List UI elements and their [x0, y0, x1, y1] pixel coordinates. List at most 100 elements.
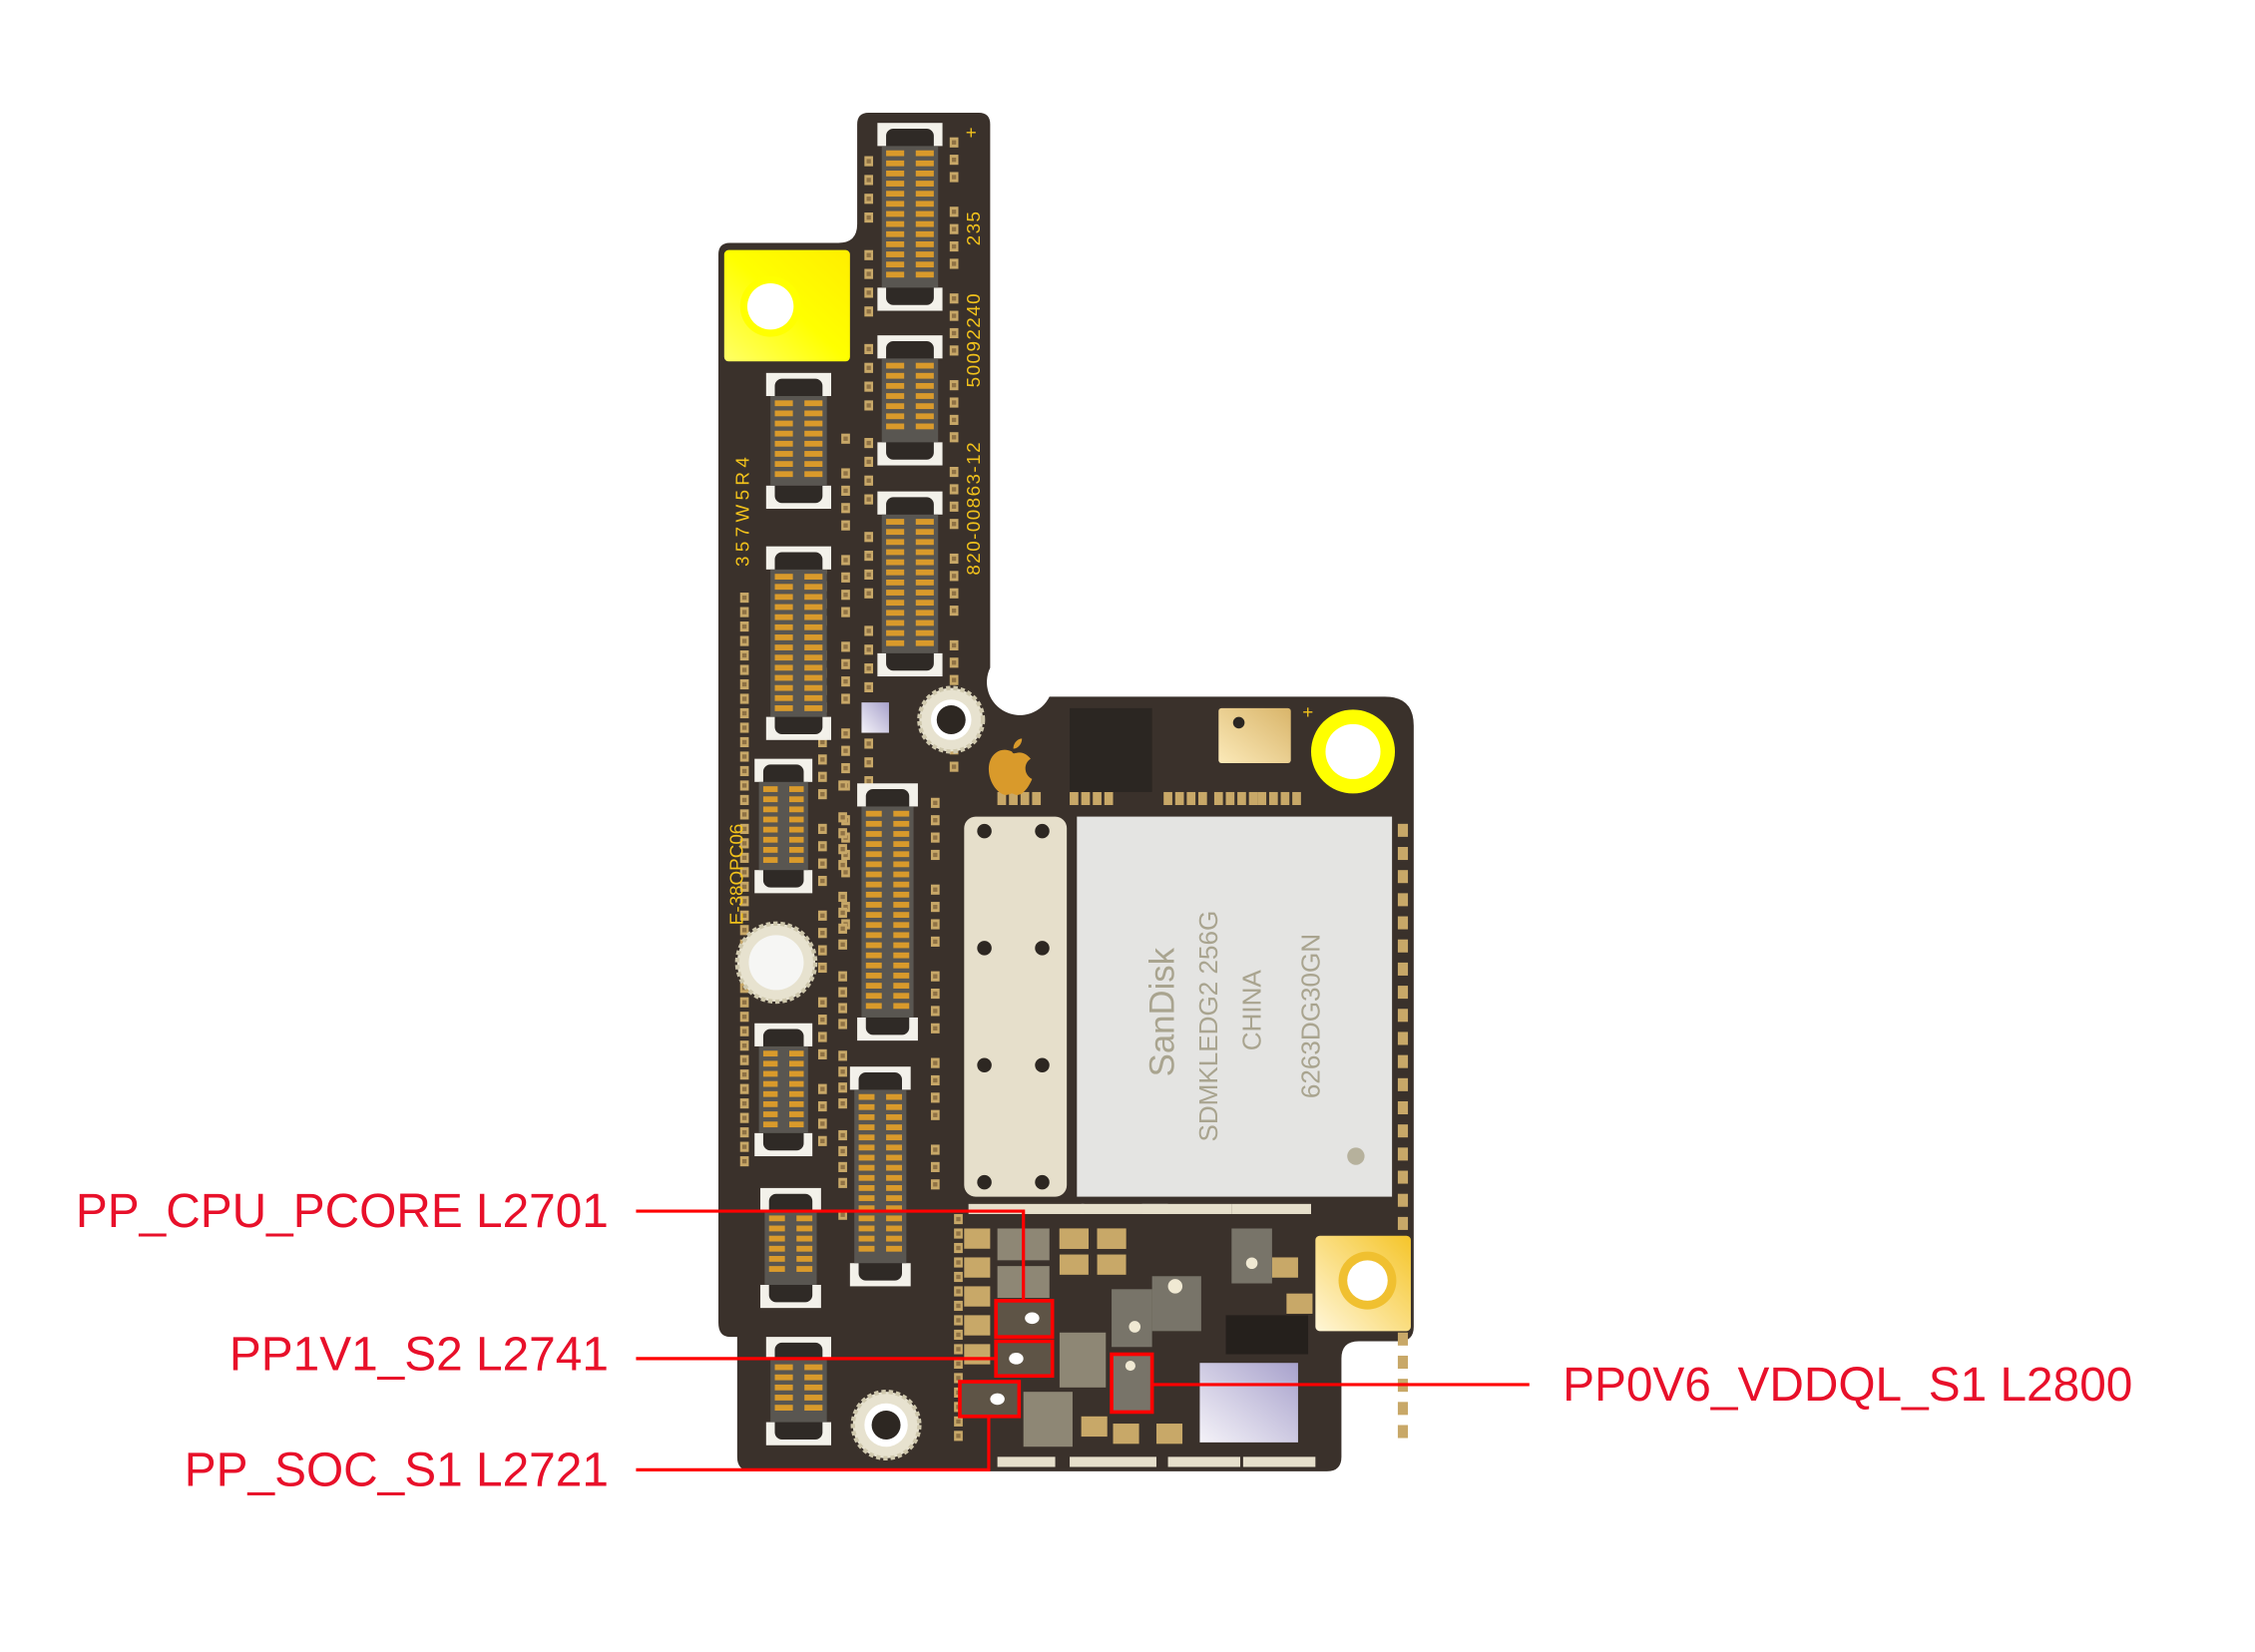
smd-pad	[1397, 1170, 1409, 1184]
component-l2701[interactable]	[994, 1299, 1055, 1339]
capacitor	[1271, 1257, 1298, 1278]
smd-pad-core	[820, 739, 825, 745]
smd-pad-core	[951, 400, 957, 405]
smd-pad-core	[951, 591, 957, 596]
smd-pad-core	[951, 764, 957, 769]
smd-pad-core	[840, 831, 845, 836]
smd-pad-core	[843, 471, 848, 476]
chip-brand: SanDisk	[1143, 947, 1181, 1076]
smd-pad-core	[933, 1182, 938, 1187]
shield-plate	[964, 816, 1068, 1197]
smd-pad	[1397, 1147, 1409, 1161]
smd-pad-core	[951, 677, 957, 682]
smd-pad	[1174, 791, 1184, 805]
smd-pad	[1225, 791, 1235, 805]
smd-pad-core	[741, 610, 747, 615]
smd-pad-core	[820, 1138, 825, 1143]
smd-pad-core	[933, 1112, 938, 1117]
shield-rail	[997, 1456, 1056, 1467]
smd-pad	[1248, 791, 1258, 805]
smd-pad-core	[866, 778, 871, 784]
smd-pad-core	[951, 382, 957, 388]
smd-pad-core	[951, 330, 957, 336]
smd-pad-core	[840, 1100, 845, 1106]
smd-pad-core	[866, 741, 871, 746]
callout-label-pp1v1-s2: PP1V1_S2 L2741	[229, 1328, 609, 1381]
smd-pad-core	[933, 800, 938, 805]
smd-pad-core	[840, 1053, 845, 1058]
capacitor	[964, 1315, 991, 1336]
smd-pad-core	[820, 757, 825, 762]
smd-pad-core	[741, 841, 747, 846]
capacitor	[1113, 1424, 1139, 1445]
smd-pad	[1213, 791, 1223, 805]
smd-pad	[1397, 823, 1409, 837]
black-block	[1225, 1315, 1309, 1355]
smd-pad	[1257, 791, 1267, 805]
smd-pad-core	[820, 861, 825, 866]
board-to-board-connector	[754, 758, 813, 894]
smd-pad-core	[820, 913, 825, 918]
smd-pad-core	[820, 1103, 825, 1109]
component-l2721[interactable]	[958, 1380, 1022, 1419]
smd-pad-core	[951, 157, 957, 163]
smd-pad-core	[741, 812, 747, 817]
smd-pad	[1032, 791, 1042, 805]
smd-pad	[1397, 893, 1409, 907]
smd-pad-core	[741, 1029, 747, 1033]
smd-pad-core	[741, 696, 747, 701]
smd-pad-core	[951, 435, 957, 440]
smd-pad-core	[741, 1144, 747, 1149]
component-l2741[interactable]	[994, 1339, 1055, 1379]
smd-pad-core	[741, 826, 747, 832]
smd-pad-core	[866, 497, 871, 502]
smd-pad-core	[741, 1015, 747, 1020]
storage-chip: SanDisk SDMKLEDG2 256G CHINA 6263DG30GN	[1077, 816, 1393, 1197]
smd-pad-core	[866, 535, 871, 540]
smd-pad-core	[741, 768, 747, 774]
smd-pad-core	[741, 1057, 747, 1062]
capacitor	[1097, 1228, 1127, 1249]
smd-pad-core	[933, 1164, 938, 1170]
smd-pad-core	[820, 844, 825, 849]
smd-pad-core	[951, 209, 957, 214]
smd-pad-core	[741, 1115, 747, 1120]
smd-pad-core	[840, 1006, 845, 1011]
smd-pad-core	[866, 591, 871, 596]
smd-pad-core	[840, 862, 845, 868]
capacitor	[964, 1344, 991, 1365]
smd-pad-core	[956, 1274, 961, 1280]
smd-pad-core	[820, 965, 825, 971]
smd-pad-core	[840, 894, 845, 900]
smd-pad-core	[866, 628, 871, 633]
shield-rail	[1167, 1456, 1240, 1467]
leader-l2701	[636, 1209, 1026, 1301]
board-to-board-connector	[877, 123, 943, 311]
smd-pad-core	[956, 1260, 961, 1265]
smd-pad-core	[741, 899, 747, 904]
standoff-2	[734, 921, 818, 1005]
capacitor	[964, 1257, 991, 1278]
pin1-marker	[1232, 716, 1245, 729]
smd-pad-core	[866, 440, 871, 446]
smd-pad-core	[840, 942, 845, 947]
smd-pad-core	[843, 506, 848, 511]
smd-pad-core	[956, 1318, 961, 1323]
smd-pad	[1397, 1425, 1409, 1439]
smd-pad-core	[956, 1289, 961, 1294]
black-ic	[1070, 707, 1152, 792]
shield-rail	[1231, 1203, 1311, 1214]
gold-pad-hole	[1347, 1260, 1388, 1301]
smd-pad-core	[866, 271, 871, 276]
board-to-board-connector	[754, 1023, 813, 1157]
smd-pad-core	[741, 1100, 747, 1106]
smd-pad-core	[866, 346, 871, 352]
smd-pad-core	[866, 403, 871, 408]
component-l2800[interactable]	[1110, 1352, 1154, 1415]
smd-components	[739, 137, 1409, 1467]
smd-pad-core	[951, 261, 957, 266]
smd-pad	[1397, 986, 1409, 1000]
smd-pad-core	[866, 178, 871, 183]
smd-pad	[1104, 791, 1114, 805]
